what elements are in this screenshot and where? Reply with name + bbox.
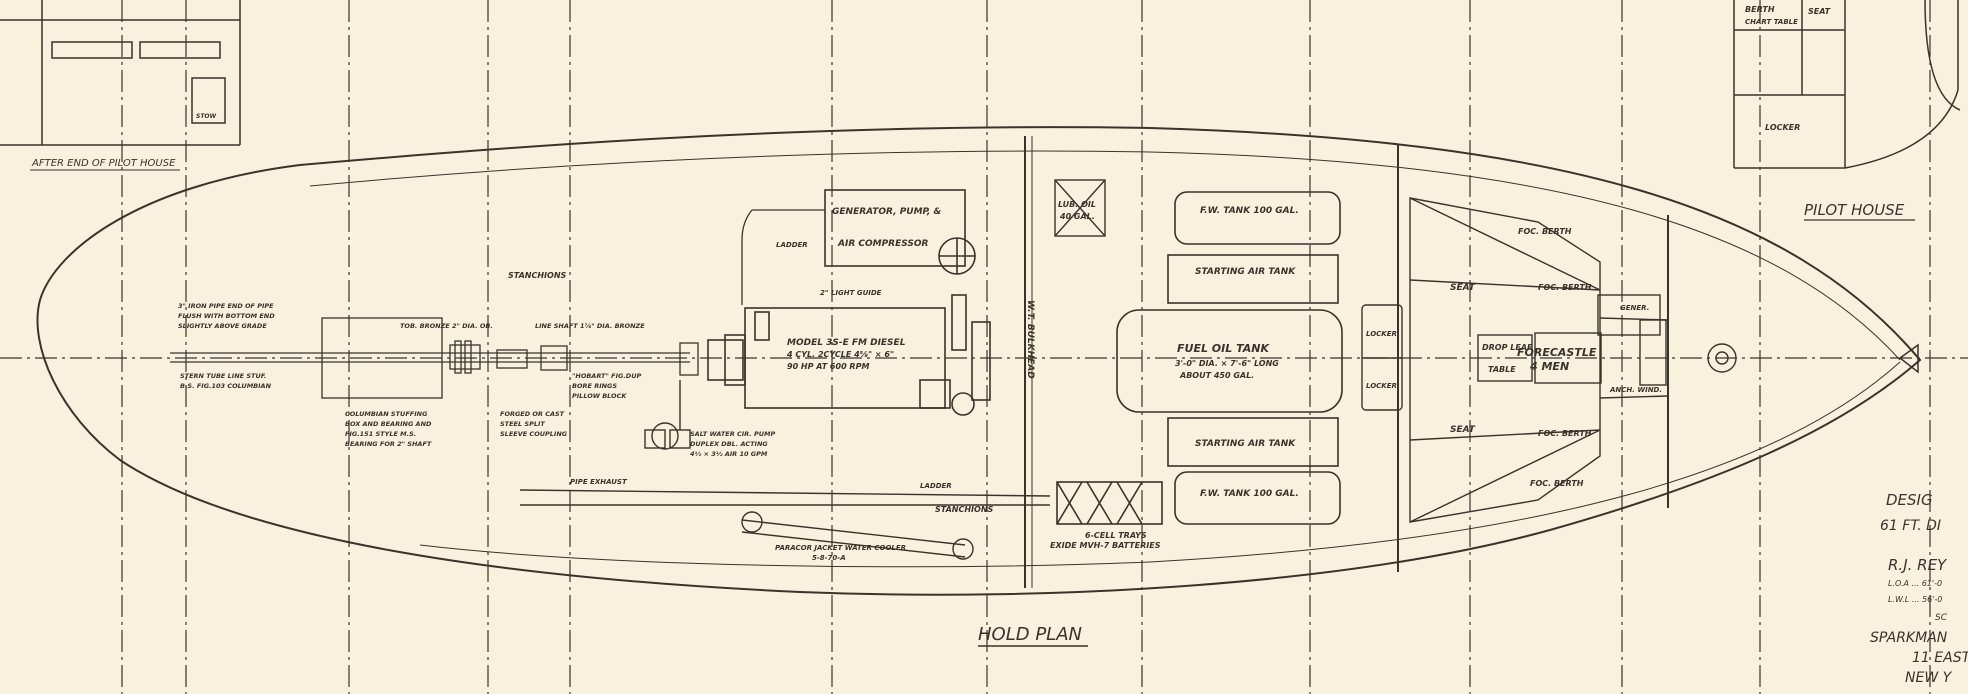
starting-air-tank-2-label: STARTING AIR TANK bbox=[1195, 439, 1296, 449]
title-block: DESIG 61 FT. DI R.J. REY L.O.A ... 61'-0… bbox=[1870, 491, 1968, 686]
fwd-water-tank-label: F.W. TANK 100 GAL. bbox=[1200, 206, 1299, 216]
title-block-line-3: R.J. REY bbox=[1888, 556, 1948, 574]
pump-note-2: DUPLEX DBL. ACTING bbox=[690, 440, 768, 448]
title-block-line-6: SC bbox=[1935, 613, 1948, 623]
after-end-stow-label: STOW bbox=[196, 113, 217, 120]
fuel-oil-tank-size: 3'-0" DIA. × 7'-6" LONG bbox=[1175, 359, 1279, 368]
stanchions-1-label: STANCHIONS bbox=[508, 271, 567, 280]
pump-note-1: SALT WATER CIR. PUMP bbox=[690, 430, 776, 438]
after-end-title: AFTER END OF PILOT HOUSE bbox=[31, 158, 176, 169]
hold-plan-title: HOLD PLAN bbox=[978, 624, 1082, 645]
lub-oil-tank bbox=[1054, 179, 1106, 237]
pillow-block-note-3: PILLOW BLOCK bbox=[572, 392, 627, 400]
cooler-label: PARACOR JACKET WATER COOLER bbox=[775, 544, 906, 552]
diesel-power-label: 90 HP AT 600 RPM bbox=[787, 362, 869, 371]
hull-outline bbox=[36, 126, 1922, 596]
light-guide-label: 2" LIGHT GUIDE bbox=[820, 289, 882, 297]
pillow-block-note-1: "HOBART" FIG.DUP bbox=[572, 372, 641, 380]
stuffing-note-4: BEARING FOR 2" SHAFT bbox=[345, 440, 432, 448]
forecastle-label: FORECASTLE bbox=[1517, 346, 1597, 359]
battery-trays-label: 6-CELL TRAYS bbox=[1085, 531, 1147, 540]
shaft-note-2: LINE SHAFT 1⅞" DIA. BRONZE bbox=[535, 322, 645, 330]
fuel-oil-tank-label: FUEL OIL TANK bbox=[1177, 342, 1270, 355]
pillow-block-note-2: BORE RINGS bbox=[572, 382, 617, 390]
seat-1-label: SEAT bbox=[1450, 283, 1476, 293]
propeller-shaft bbox=[170, 317, 699, 399]
pipe-exhaust-label: PIPE EXHAUST bbox=[570, 478, 628, 486]
generator-small-label: GENER. bbox=[1620, 304, 1649, 312]
title-block-line-8: 11 EAST bbox=[1912, 650, 1968, 666]
table-label: TABLE bbox=[1488, 365, 1516, 374]
ladder-2-label: LADDER bbox=[920, 482, 952, 490]
lub-oil-label: LUB. OIL bbox=[1058, 200, 1096, 209]
berth-2-label: FOC. BERTH bbox=[1538, 283, 1592, 292]
forecastle-crew-label: 4 MEN bbox=[1529, 360, 1569, 373]
stuffing-note-1: COLUMBIAN STUFFING bbox=[345, 410, 428, 418]
title-block-line-5: L.W.L ... 56'-0 bbox=[1888, 595, 1942, 604]
berth-4-label: FOC. BERTH bbox=[1530, 479, 1584, 488]
coupling-note-2: STEEL SPLIT bbox=[500, 420, 545, 428]
forecastle-layout bbox=[1361, 197, 1737, 523]
coupling-note-1: FORGED OR CAST bbox=[500, 410, 565, 418]
pipe-note-1: 3" IRON PIPE END OF PIPE bbox=[178, 302, 274, 310]
fuel-oil-tank-capacity: ABOUT 450 GAL. bbox=[1179, 371, 1254, 380]
cooler-model: 5-8-70-A bbox=[812, 554, 846, 562]
pilot-berth-label: BERTH bbox=[1745, 5, 1775, 14]
air-compressor-label: AIR COMPRESSOR bbox=[837, 239, 929, 249]
diesel-cylinder-label: 4 CYL. 2CYCLE 4⅝" × 6" bbox=[786, 350, 894, 359]
title-block-line-4: L.O.A ... 61'-0 bbox=[1888, 579, 1942, 588]
tanks bbox=[1116, 191, 1343, 525]
anchor-windlass-label: ANCH. WIND. bbox=[1609, 386, 1662, 394]
berth-1-label: FOC. BERTH bbox=[1518, 227, 1572, 236]
diesel-model-label: MODEL 3S-E FM DIESEL bbox=[787, 338, 906, 348]
ladder-1-label: LADDER bbox=[776, 241, 808, 249]
diesel-engine bbox=[707, 209, 991, 416]
pilot-house-title: PILOT HOUSE bbox=[1804, 201, 1905, 219]
generator-set bbox=[824, 189, 976, 275]
stuffing-note-3: FIG.151 STYLE M.S. bbox=[345, 430, 416, 438]
shaft-note-1: TOB. BRONZE 2" DIA. OB. bbox=[400, 322, 493, 330]
stuffing-note-2: BOX AND BEARING AND bbox=[345, 420, 432, 428]
battery-trays bbox=[1056, 481, 1163, 525]
title-block-line-1: DESIG bbox=[1886, 491, 1933, 509]
coupling-note-3: SLEEVE COUPLING bbox=[500, 430, 568, 438]
pilot-house bbox=[1733, 0, 1961, 169]
generator-label: GENERATOR, PUMP, & bbox=[832, 207, 941, 217]
pipe-note-2: FLUSH WITH BOTTOM END bbox=[178, 312, 275, 320]
lub-oil-capacity: 40 GAL. bbox=[1059, 212, 1095, 221]
pump-note-3: 4½ × 3½ AIR 10 GPM bbox=[690, 450, 768, 458]
locker-2-label: LOCKER bbox=[1366, 382, 1397, 390]
bulkhead-label: W.T. BULKHEAD bbox=[1025, 300, 1035, 379]
stanchions-2-label: STANCHIONS bbox=[935, 505, 994, 514]
jacket-water-cooler bbox=[519, 380, 1051, 560]
aft-water-tank-label: F.W. TANK 100 GAL. bbox=[1200, 489, 1299, 499]
pilot-locker-label: LOCKER bbox=[1765, 123, 1800, 132]
title-block-line-2: 61 FT. DI bbox=[1880, 518, 1941, 534]
seat-2-label: SEAT bbox=[1450, 425, 1476, 435]
locker-1-label: LOCKER bbox=[1366, 330, 1397, 338]
pilot-house-after-end bbox=[0, 0, 241, 146]
title-block-line-7: SPARKMAN bbox=[1870, 630, 1948, 646]
pilot-chart-label: CHART TABLE bbox=[1745, 18, 1798, 26]
drop-leaf-label: DROP LEAF bbox=[1482, 343, 1533, 352]
battery-model-label: EXIDE MVH-7 BATTERIES bbox=[1050, 541, 1161, 550]
stern-tube-note-2: B.S. FIG.103 COLUMBIAN bbox=[180, 382, 272, 390]
stern-tube-note-1: STERN TUBE LINE STUF. bbox=[180, 372, 266, 380]
pilot-seat-label: SEAT bbox=[1808, 7, 1831, 16]
berth-3-label: FOC. BERTH bbox=[1538, 429, 1592, 438]
title-block-line-9: NEW Y bbox=[1905, 670, 1953, 686]
starting-air-tank-1-label: STARTING AIR TANK bbox=[1195, 267, 1296, 277]
pipe-note-3: SLIGHTLY ABOVE GRADE bbox=[178, 322, 267, 330]
